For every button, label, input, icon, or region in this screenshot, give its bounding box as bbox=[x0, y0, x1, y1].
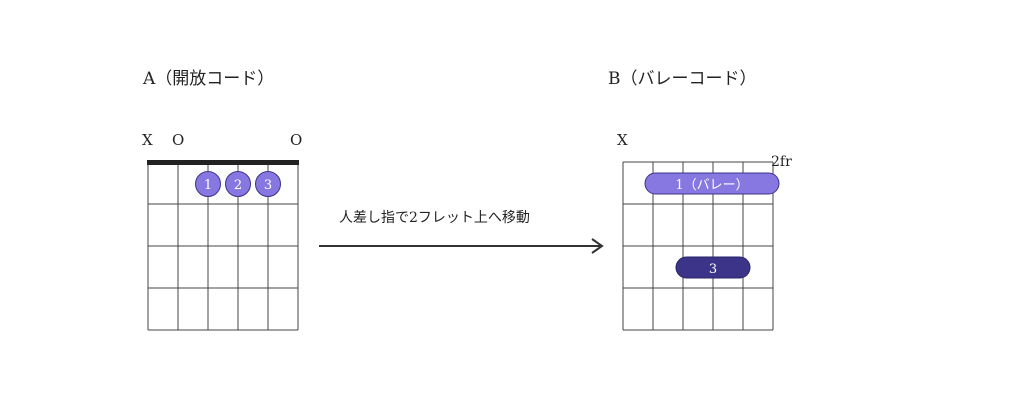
chord-a-marker-string-6: O bbox=[290, 131, 303, 149]
chord-b-barre-label: 1（バレー） bbox=[675, 178, 748, 193]
chord-a-title: A（開放コード） bbox=[143, 69, 275, 89]
chord-a-nut bbox=[147, 160, 299, 165]
chord-a-marker-string-2: O bbox=[172, 131, 185, 149]
transition-caption: 人差し指で2フレット上へ移動 bbox=[339, 210, 530, 226]
chord-b-ring-finger-label: 3 bbox=[709, 262, 717, 277]
chord-a-finger-3-label: 3 bbox=[264, 178, 272, 193]
chord-a-finger-1: 1 bbox=[195, 171, 221, 197]
transition-arrow bbox=[319, 238, 604, 254]
chord-b-barre: 1（バレー） bbox=[644, 172, 780, 195]
chord-b-ring-finger-barre: 3 bbox=[675, 256, 751, 279]
chord-b-fretboard bbox=[622, 161, 774, 331]
chord-b-title: B（バレーコード） bbox=[608, 69, 757, 89]
chord-a-finger-2-label: 2 bbox=[234, 178, 242, 193]
chord-b-start-fret-label: 2fr bbox=[771, 154, 792, 170]
chord-b-marker-string-1: X bbox=[617, 131, 628, 149]
chord-a-finger-3: 3 bbox=[255, 171, 281, 197]
chord-a-finger-2: 2 bbox=[225, 171, 251, 197]
chord-a-marker-string-1: X bbox=[142, 131, 153, 149]
chord-a-finger-1-label: 1 bbox=[204, 178, 212, 193]
